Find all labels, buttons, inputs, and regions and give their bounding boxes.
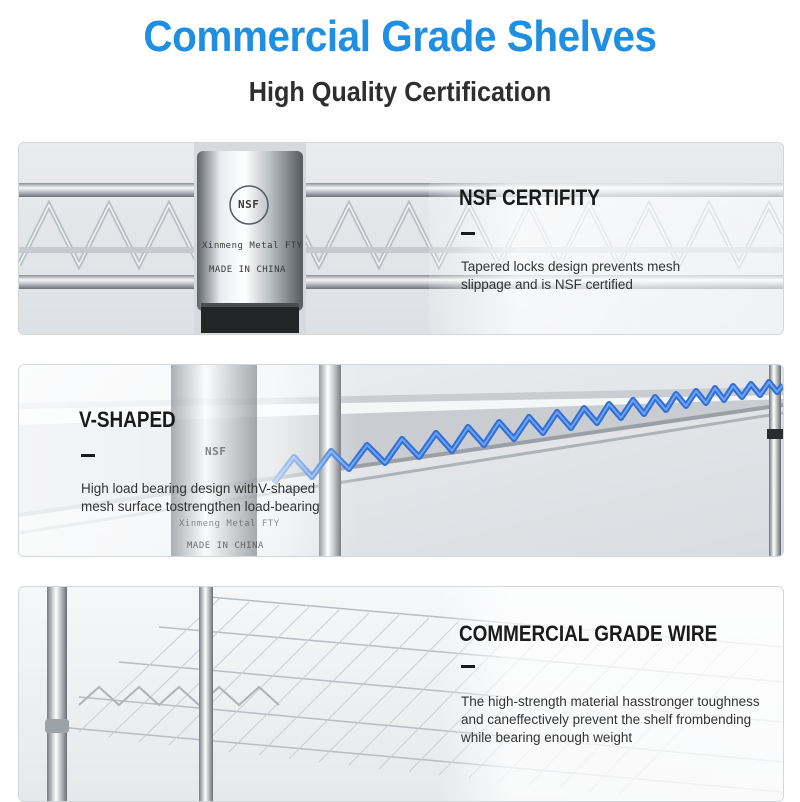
sleeve-maker-text: Xinmeng Metal FTY — [179, 519, 280, 529]
heading-dash — [461, 665, 475, 668]
nsf-logo-text: NSF — [238, 198, 260, 211]
sleeve-maker-text: Xinmeng Metal FTY — [202, 241, 303, 251]
feature-desc-line: High load bearing design withV-shaped — [81, 481, 316, 496]
heading-dash — [81, 454, 95, 457]
feature-desc-line: Tapered locks design prevents mesh — [461, 259, 681, 274]
feature-desc-line: slippage and is NSF certified — [461, 277, 633, 292]
feature-panel-v-shaped: NSF Xinmeng Metal FTY MADE IN CHINA V-SH… — [18, 364, 784, 557]
feature-heading-commercial-wire: COMMERCIAL GRADE WIRE — [459, 621, 718, 646]
feature-desc-line: and caneffectively prevent the shelf fro… — [461, 712, 752, 727]
heading-dash — [461, 232, 475, 235]
nsf-logo-text: NSF — [205, 445, 227, 458]
feature-desc-line: while bearing enough weight — [461, 730, 633, 745]
v-shaped-mesh-photo — [19, 365, 783, 556]
feature-panel-nsf: NSF Xinmeng Metal FTY MADE IN CHINA NSF … — [18, 142, 784, 335]
feature-heading-nsf: NSF CERTIFITY — [459, 185, 600, 210]
feature-desc-line: The high-strength material hasstronger t… — [461, 694, 760, 709]
wire-shelf-photo — [19, 587, 783, 801]
page-title: Commercial Grade Shelves — [143, 12, 657, 61]
sleeve-origin-text: MADE IN CHINA — [209, 265, 286, 275]
feature-panel-commercial-wire: COMMERCIAL GRADE WIRE The high-strength … — [18, 586, 784, 802]
feature-heading-v-shaped: V-SHAPED — [79, 407, 176, 432]
sleeve-origin-text: MADE IN CHINA — [187, 541, 264, 551]
page-subtitle: High Quality Certification — [248, 76, 552, 107]
nsf-sleeve-photo — [19, 143, 783, 334]
feature-desc-line: mesh surface tostrengthen load-bearing — [81, 499, 320, 514]
